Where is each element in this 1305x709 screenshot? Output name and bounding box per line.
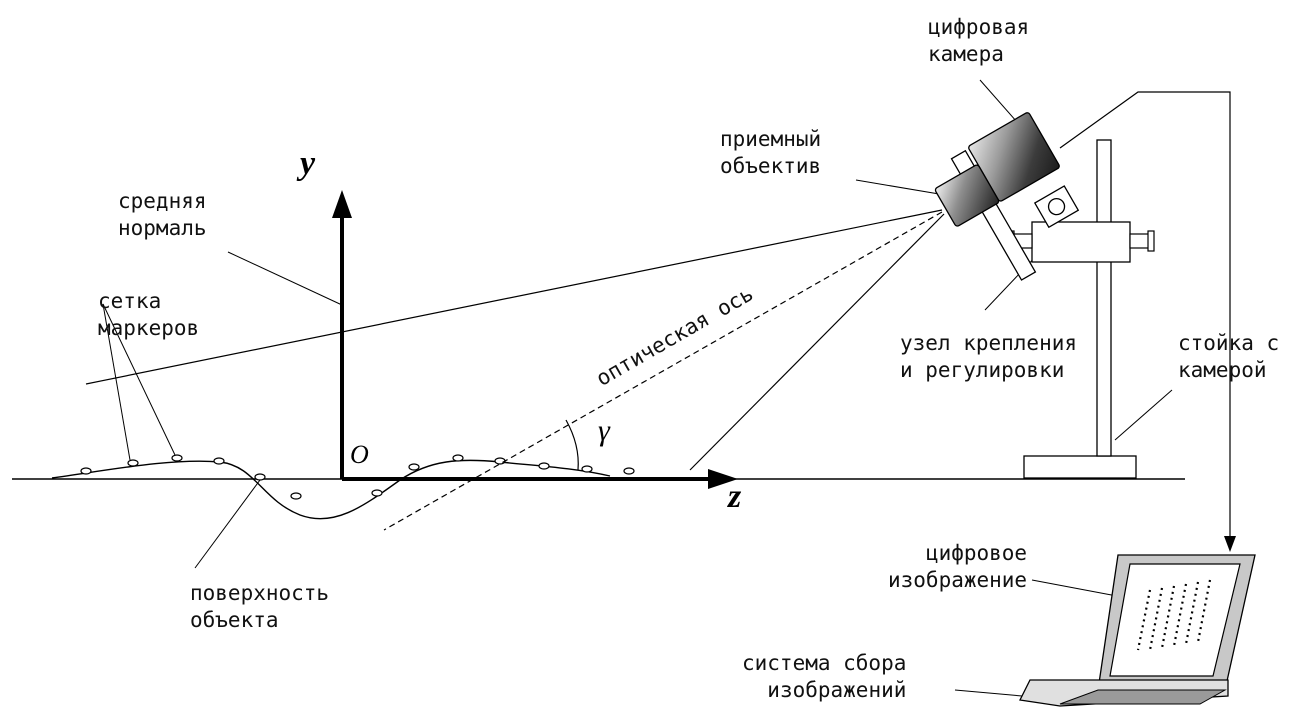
label-acquisition-system: система сбора изображений bbox=[742, 650, 906, 704]
label-mean-normal: средняя нормаль bbox=[118, 188, 207, 242]
leader-stand bbox=[1114, 389, 1173, 441]
label-lens: приемный объектив bbox=[720, 126, 821, 180]
leader-acquisition bbox=[954, 689, 1023, 697]
ray-to-right bbox=[689, 213, 945, 471]
label-camera-line-2: камера bbox=[928, 42, 1004, 66]
label-camera: цифровая камера bbox=[928, 14, 1029, 68]
leader-lens bbox=[855, 179, 946, 196]
ray-to-left bbox=[85, 209, 943, 385]
z-axis-arrowhead bbox=[708, 469, 738, 489]
label-surface-line-2: объекта bbox=[190, 608, 279, 632]
laptop-keyboard-top bbox=[1059, 689, 1227, 705]
label-digital-image-line-2: изображение bbox=[888, 568, 1028, 592]
label-marker-grid-line-2: маркеров bbox=[98, 316, 200, 340]
label-mount-line-2: и регулировки bbox=[900, 358, 1065, 382]
label-surface-line-1: поверхность bbox=[190, 581, 330, 605]
label-acquisition-line-1: система сбора bbox=[742, 651, 907, 675]
label-camera-line-1: цифровая bbox=[928, 15, 1030, 39]
laptop bbox=[1019, 554, 1256, 707]
y-axis-arrowhead bbox=[332, 190, 352, 218]
object-surface-curve bbox=[51, 459, 611, 520]
z-axis-label: z bbox=[728, 478, 742, 515]
clamp-knob-right bbox=[1129, 233, 1151, 249]
camera-lens bbox=[934, 164, 1000, 227]
label-stand-line-2: камерой bbox=[1178, 358, 1267, 382]
clamp-knob-right-cap bbox=[1147, 230, 1155, 252]
stand-post bbox=[1096, 139, 1112, 457]
label-lens-line-1: приемный bbox=[720, 127, 822, 151]
label-surface: поверхность объекта bbox=[190, 580, 329, 634]
origin-label: O bbox=[350, 440, 369, 469]
leader-mount bbox=[984, 251, 1041, 311]
angle-gamma-arc bbox=[565, 419, 579, 471]
y-axis-label: y bbox=[300, 145, 316, 182]
label-stand-line-1: стойка с bbox=[1178, 331, 1280, 355]
label-marker-grid: сетка маркеров bbox=[98, 288, 199, 342]
leader-mean-normal bbox=[227, 251, 343, 306]
data-cable bbox=[1059, 91, 1231, 540]
leader-markers-1 bbox=[102, 303, 131, 461]
leader-markers-2 bbox=[102, 303, 176, 456]
stand-base bbox=[1023, 455, 1137, 479]
label-digital-image: цифровое изображение bbox=[888, 540, 1027, 594]
angle-gamma-label: γ bbox=[598, 414, 610, 447]
label-mean-normal-line-2: нормаль bbox=[118, 216, 207, 240]
label-mean-normal-line-1: средняя bbox=[118, 189, 207, 213]
digital-camera bbox=[934, 112, 1060, 227]
label-acquisition-line-2: изображений bbox=[767, 678, 907, 702]
digital-image-dots bbox=[1136, 579, 1212, 651]
label-mount-line-1: узел крепления bbox=[900, 331, 1078, 355]
leader-surface bbox=[194, 479, 261, 569]
stand-clamp bbox=[1031, 221, 1131, 263]
data-cable-arrowhead bbox=[1224, 536, 1236, 552]
optical-axis-line bbox=[383, 211, 943, 531]
label-digital-image-line-1: цифровое bbox=[925, 541, 1028, 565]
marker-grid-dots bbox=[80, 454, 635, 500]
label-stand: стойка с камерой bbox=[1178, 330, 1279, 384]
label-mount: узел крепления и регулировки bbox=[900, 330, 1077, 384]
label-marker-grid-line-1: сетка bbox=[98, 289, 162, 313]
label-lens-line-2: объектив bbox=[720, 154, 822, 178]
